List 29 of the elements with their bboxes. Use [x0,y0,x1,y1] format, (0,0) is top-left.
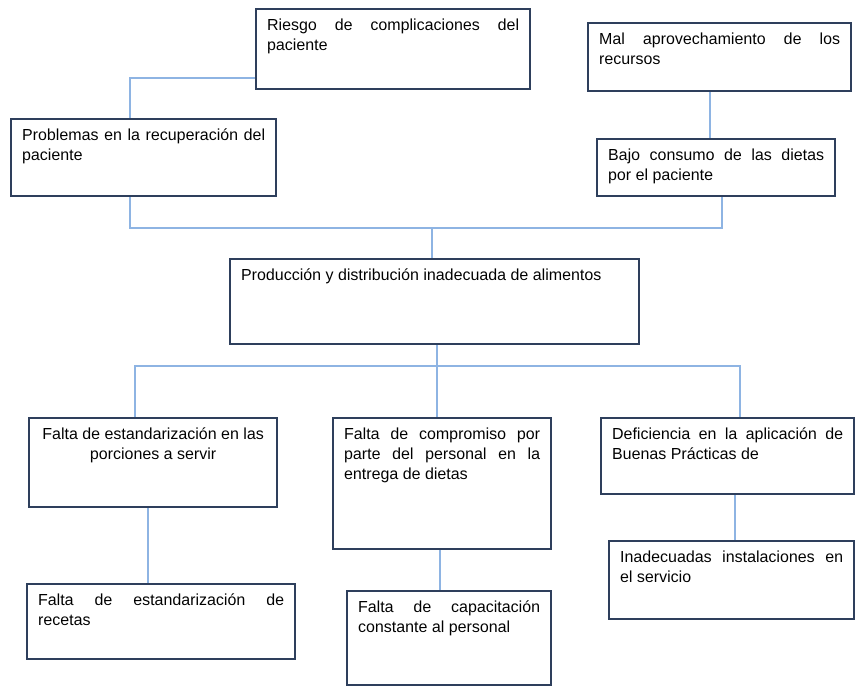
cause-box [596,138,836,197]
connector-line [734,495,736,540]
connector-line [436,345,741,417]
cause-box [28,417,278,508]
connector-line [147,508,149,583]
connector-line [709,92,711,138]
box-text: Producción y distribución inadecuada de alimentos [241,266,602,286]
connector-line [431,197,723,258]
box-text: Falta de capacitación constante al personal [358,598,540,638]
cause-box [346,590,552,686]
cause-box [255,8,531,90]
connector-line [129,77,255,118]
box-text: Deficiencia en la aplicación de Buenas Prácticas de [612,425,843,465]
cause-box [26,583,296,660]
box-text: Falta de estandarización en las porciones a servir [41,425,265,465]
box-text: Bajo consumo de las dietas por el paciente [608,146,824,186]
box-text: Inadecuadas instalaciones en el servicio [620,548,843,588]
cause-box [229,258,640,345]
cause-box [600,417,855,495]
connector-line [439,550,441,590]
cause-box [608,540,855,620]
box-text: Riesgo de complicaciones del paciente [267,16,519,56]
box-text: Falta de estandarización de recetas [38,591,284,631]
box-text: Problemas en la recuperación del paciente [22,126,265,166]
cause-box [332,417,552,550]
cause-box [10,118,277,197]
box-text: Mal aprovechamiento de los recursos [599,30,840,70]
box-text: Falta de compromiso por parte del personal en la entrega de dietas [344,425,540,485]
cause-box [587,22,852,92]
